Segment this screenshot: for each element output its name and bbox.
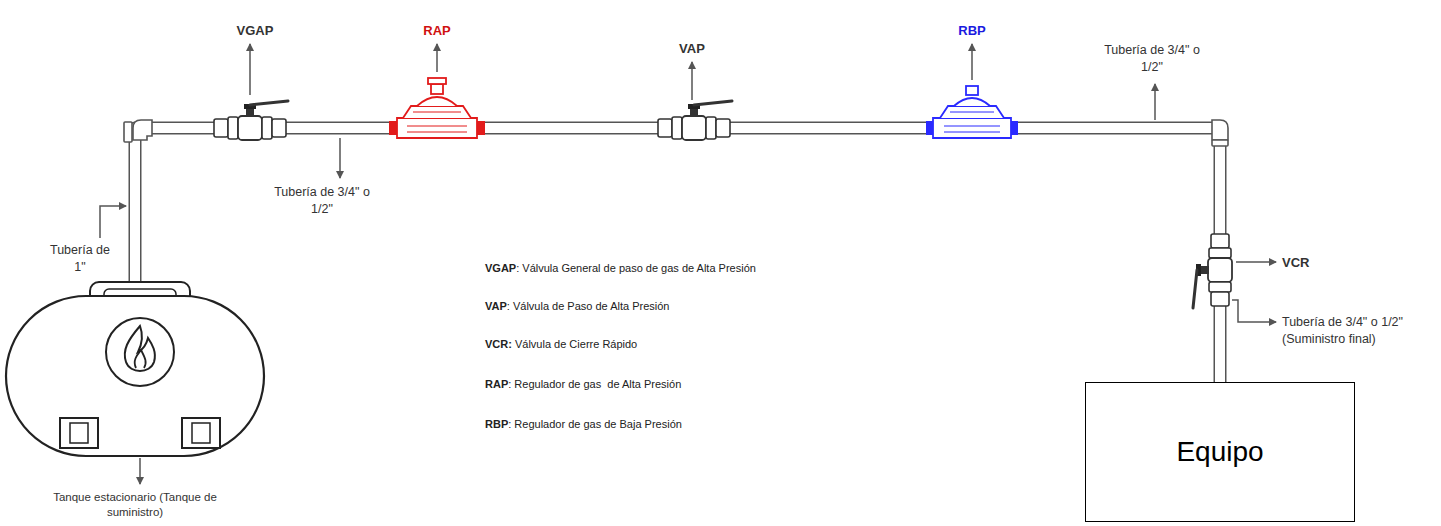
- equipment-box: Equipo: [1085, 382, 1355, 522]
- pipe-size-label: Tubería de 3/4" o 1/2": [270, 184, 374, 218]
- gas-pipe: [135, 128, 1220, 382]
- legend-row: RBP: Regulador de gas de Baja Presión: [485, 418, 682, 430]
- legend-key: RBP: [485, 418, 508, 430]
- legend-description: : Válvula de Paso de Alta Presión: [507, 300, 670, 312]
- ball-valve: [658, 101, 732, 140]
- ball-valve: [214, 101, 288, 140]
- regulator-tag: RAP: [423, 22, 450, 39]
- regulator-tag: RBP: [958, 22, 985, 39]
- legend-description: Válvula de Cierre Rápido: [512, 338, 637, 350]
- legend-key: RAP: [485, 378, 508, 390]
- legend-key: VAP: [485, 300, 507, 312]
- legend-row: RAP: Regulador de gas de Alta Presión: [485, 378, 681, 390]
- legend-description: : Regulador de gas de Baja Presión: [508, 418, 682, 430]
- legend-description: : Válvula General de paso de gas de Alta…: [516, 262, 756, 274]
- supply-tank: Tanque estacionario (Tanque de suministr…: [6, 282, 264, 456]
- high-pressure-regulator: [389, 78, 485, 138]
- pipe-size-label: Tubería de 3/4" o 1/2" (Suministro final…: [1282, 314, 1441, 348]
- legend-row: VAP: Válvula de Paso de Alta Presión: [485, 300, 669, 312]
- tank-illustration: [6, 282, 264, 484]
- valve-tag: VAP: [679, 40, 705, 57]
- legend-description: : Regulador de gas de Alta Presión: [508, 378, 681, 390]
- quick-shutoff-valve: [1193, 234, 1232, 308]
- box-text: Equipo: [1166, 436, 1273, 468]
- valve-tag: VCR: [1282, 254, 1309, 271]
- legend-row: VGAP: Válvula General de paso de gas de …: [485, 262, 756, 274]
- valve-tag: VGAP: [237, 22, 274, 39]
- pipe-size-label: Tubería de 1": [47, 242, 113, 276]
- legend-row: VCR: Válvula de Cierre Rápido: [485, 338, 637, 350]
- legend-key: VCR:: [485, 338, 512, 350]
- pipe-size-label: Tubería de 3/4" o 1/2": [1100, 42, 1204, 76]
- legend-key: VGAP: [485, 262, 516, 274]
- low-pressure-regulator: [926, 86, 1018, 138]
- tank-label: Tanque estacionario (Tanque de suministr…: [50, 490, 220, 520]
- leader-arrows: [100, 44, 1276, 322]
